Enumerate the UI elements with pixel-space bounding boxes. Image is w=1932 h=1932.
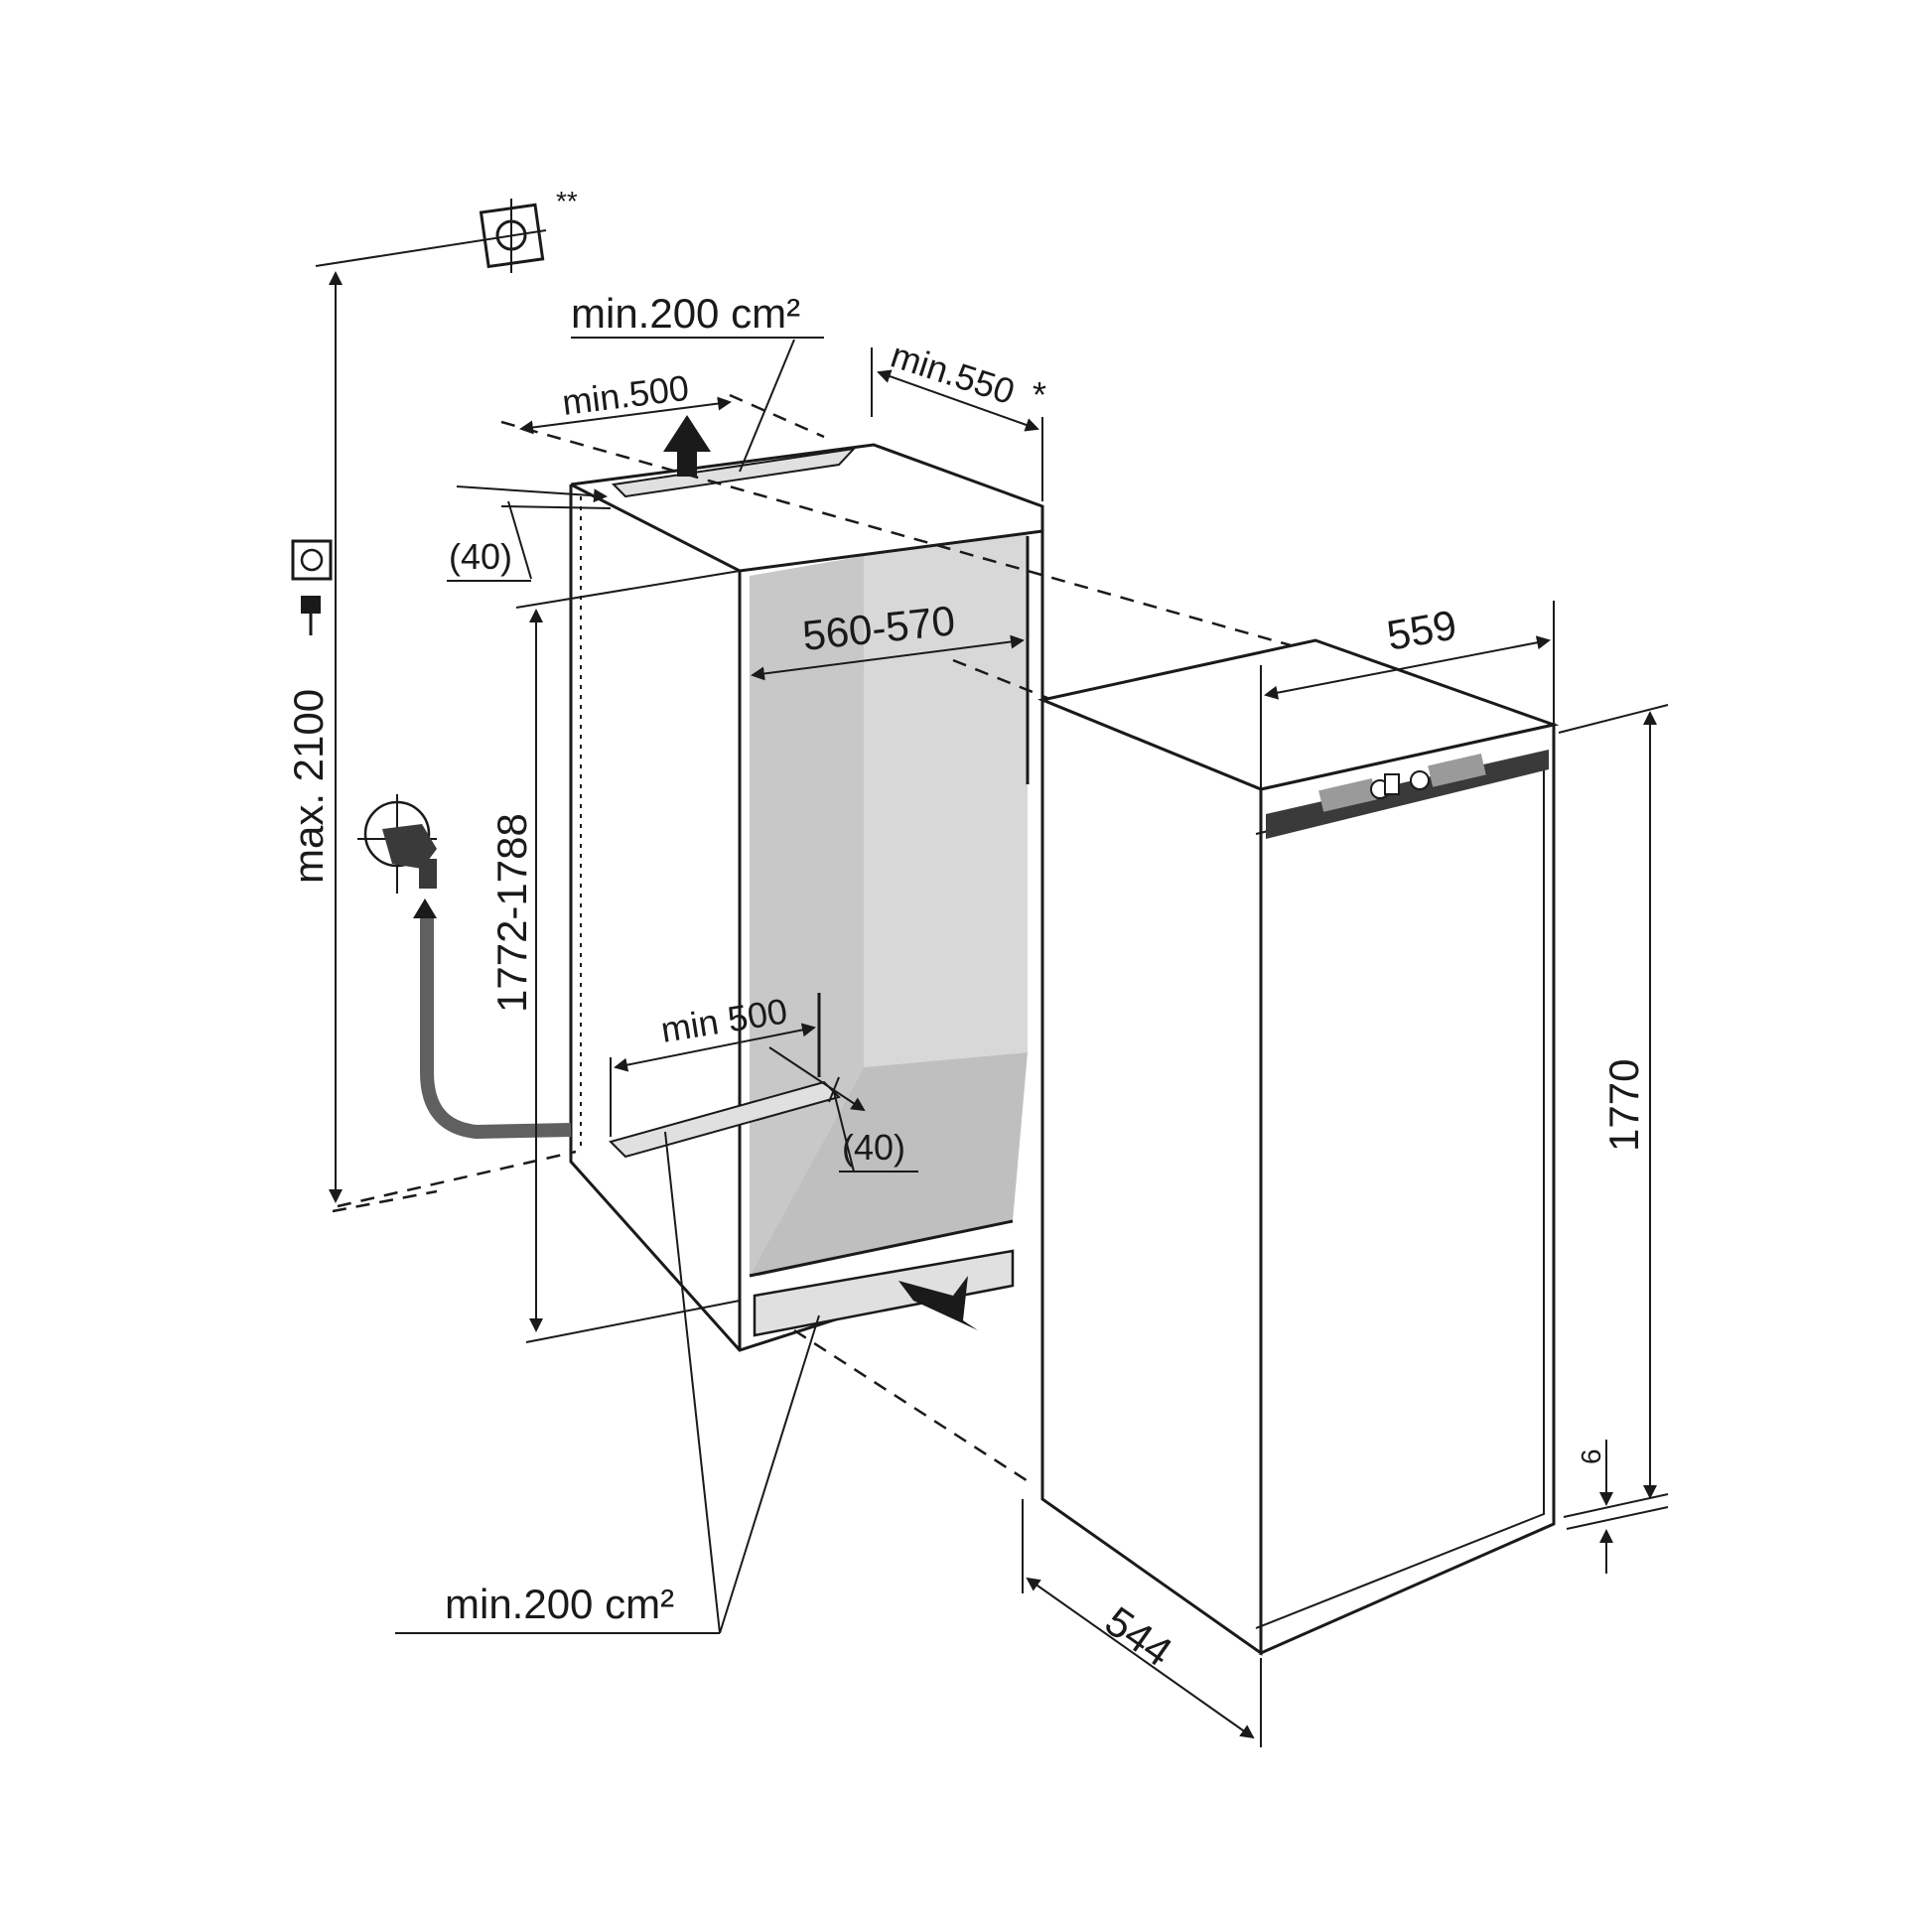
top-vent-width-label: min.500 (560, 367, 691, 423)
top-offset-label: (40) (449, 536, 512, 577)
max-height-label: max. 2100 (285, 689, 332, 884)
appliance-depth-label: 544 (1097, 1597, 1180, 1676)
rear-clearance-label: min.550 (887, 335, 1020, 413)
plug-icon (291, 539, 333, 635)
top-ventilation-label: min.200 cm² (571, 290, 800, 337)
dim-bottom-ventilation: min.200 cm² (395, 1131, 820, 1634)
bottom-rear-vent (609, 1080, 841, 1159)
dim-top-ventilation: min.200 cm² (571, 290, 824, 473)
socket-note: ** (556, 186, 578, 216)
dim-top-offset: (40) (447, 485, 612, 582)
appliance (1036, 638, 1560, 1656)
plinth-vent-grille (753, 1249, 1015, 1337)
bottom-ventilation-label: min.200 cm² (445, 1581, 674, 1627)
appliance-height-label: 1770 (1600, 1059, 1647, 1152)
niche-floor (750, 1052, 1028, 1276)
niche-outline-top (570, 443, 1044, 784)
rear-clearance-note: * (1033, 374, 1046, 415)
niche-height-label: 1772-1788 (488, 813, 535, 1013)
dim-plinth-gap: 6 (1566, 1440, 1669, 1574)
water-hose (420, 918, 572, 1140)
bottom-offset-label: (40) (842, 1127, 905, 1168)
appliance-width-label: 559 (1383, 601, 1459, 658)
dim-max-height: max. 2100 (285, 229, 547, 1213)
dim-appliance-height: 1770 (1558, 704, 1669, 1518)
appliance-side (1040, 697, 1263, 1656)
dim-niche-height: 1772-1788 (488, 570, 741, 1343)
arrow-in-icon (898, 1276, 978, 1330)
control-panel (1266, 750, 1549, 839)
appliance-door (1259, 723, 1556, 1656)
socket-icon: ** (479, 186, 578, 273)
top-vent-slot (611, 447, 857, 498)
dim-bottom-offset: (40) (768, 1046, 918, 1173)
niche-cabinet (569, 443, 1044, 1352)
water-tap-icon (357, 794, 437, 918)
niche-floor-edge (749, 1219, 1014, 1278)
plinth-gap-label: 6 (1576, 1449, 1606, 1464)
